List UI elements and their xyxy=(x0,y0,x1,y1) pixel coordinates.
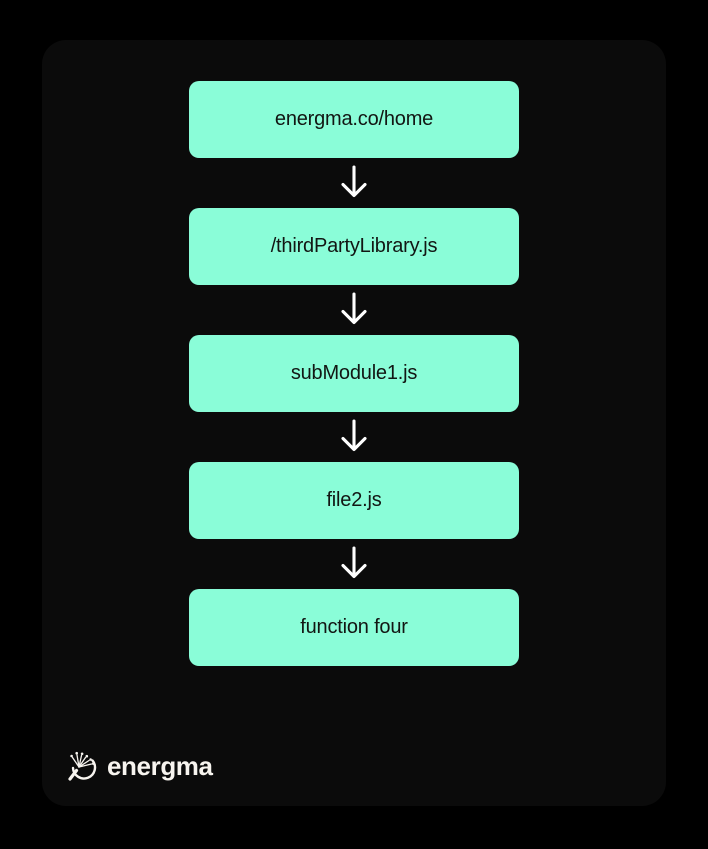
logo-text: energma xyxy=(107,750,213,781)
flow-node-2-label: /thirdPartyLibrary.js xyxy=(270,235,438,257)
flow-node-5-label: function four xyxy=(300,616,408,638)
flow-node-3: subModule1.js xyxy=(189,335,519,412)
flow-arrow-down-icon xyxy=(337,412,371,462)
diagram-card: energma.co/home /thirdPartyLibrary.js su… xyxy=(42,40,666,806)
flow-node-3-label: subModule1.js xyxy=(290,362,418,384)
flowchart: energma.co/home /thirdPartyLibrary.js su… xyxy=(42,40,666,666)
flow-node-4-label: file2.js xyxy=(326,489,382,511)
flow-arrow-down-icon xyxy=(337,539,371,589)
flow-arrow-down-icon xyxy=(337,158,371,208)
flow-node-4: file2.js xyxy=(189,462,519,539)
flow-node-2: /thirdPartyLibrary.js xyxy=(189,208,519,285)
dandelion-burst-icon xyxy=(66,749,100,783)
flow-node-1-label: energma.co/home xyxy=(274,108,434,130)
flow-node-1: energma.co/home xyxy=(189,81,519,158)
flow-arrow-down-icon xyxy=(337,285,371,335)
logo: energma xyxy=(66,749,213,783)
flow-node-5: function four xyxy=(189,589,519,666)
